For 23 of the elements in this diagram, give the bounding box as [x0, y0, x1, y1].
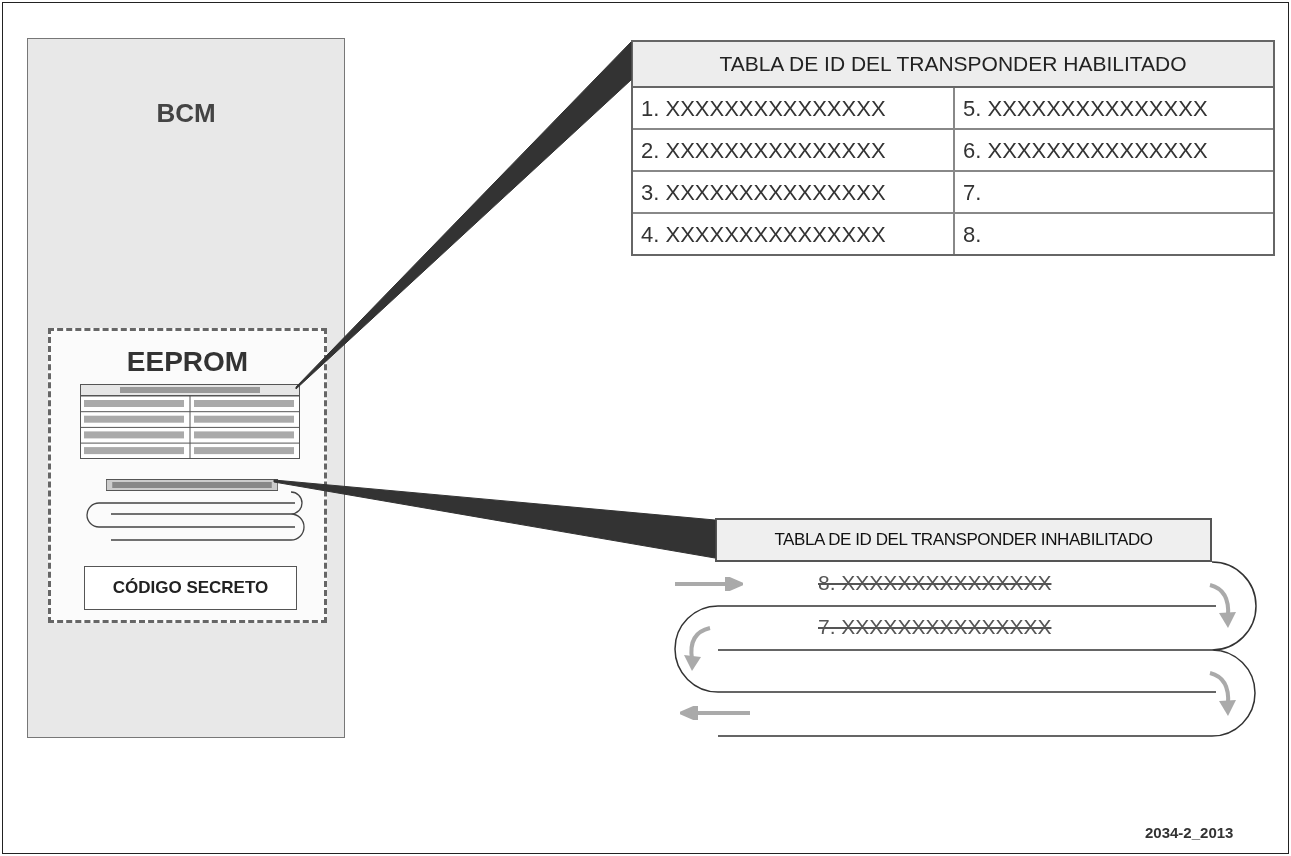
memory-dashed-box [48, 328, 327, 623]
leader-wedge [273, 479, 716, 559]
enabled-id-table [631, 40, 1275, 256]
disabled-table-header: TABLA DE ID DEL TRANSPONDER INHABILITADO [715, 518, 1212, 562]
mini-table-drawing [80, 384, 300, 459]
deleted-id-entry: 7. XXXXXXXXXXXXXXX [818, 614, 1052, 640]
table-cell: 2. XXXXXXXXXXXXXXX [633, 130, 955, 172]
code-box: CÓDIGO SECRETO [84, 566, 297, 610]
table-cell: 6. XXXXXXXXXXXXXXX [955, 130, 1273, 172]
table-cell: 1. XXXXXXXXXXXXXXX [633, 88, 955, 130]
module-title: BCM [155, 97, 217, 130]
deleted-id-entry: 8. XXXXXXXXXXXXXXX [818, 570, 1052, 596]
table-cell: 4. XXXXXXXXXXXXXXX [633, 214, 955, 254]
leader-wedge [295, 41, 632, 390]
mini-table-drawing [106, 479, 278, 491]
figure-code: 2034-2_2013 [1145, 823, 1234, 843]
table-cell-text: 8. [962, 220, 983, 249]
memory-title: EEPROM [125, 345, 250, 379]
module-box [27, 38, 345, 738]
table-cell: 5. XXXXXXXXXXXXXXX [955, 88, 1273, 130]
table-cell: 7. [955, 172, 1273, 214]
table-header: TABLA DE ID DEL TRANSPONDER HABILITADO [633, 42, 1273, 88]
table-cell: 3. XXXXXXXXXXXXXXX [633, 172, 955, 214]
